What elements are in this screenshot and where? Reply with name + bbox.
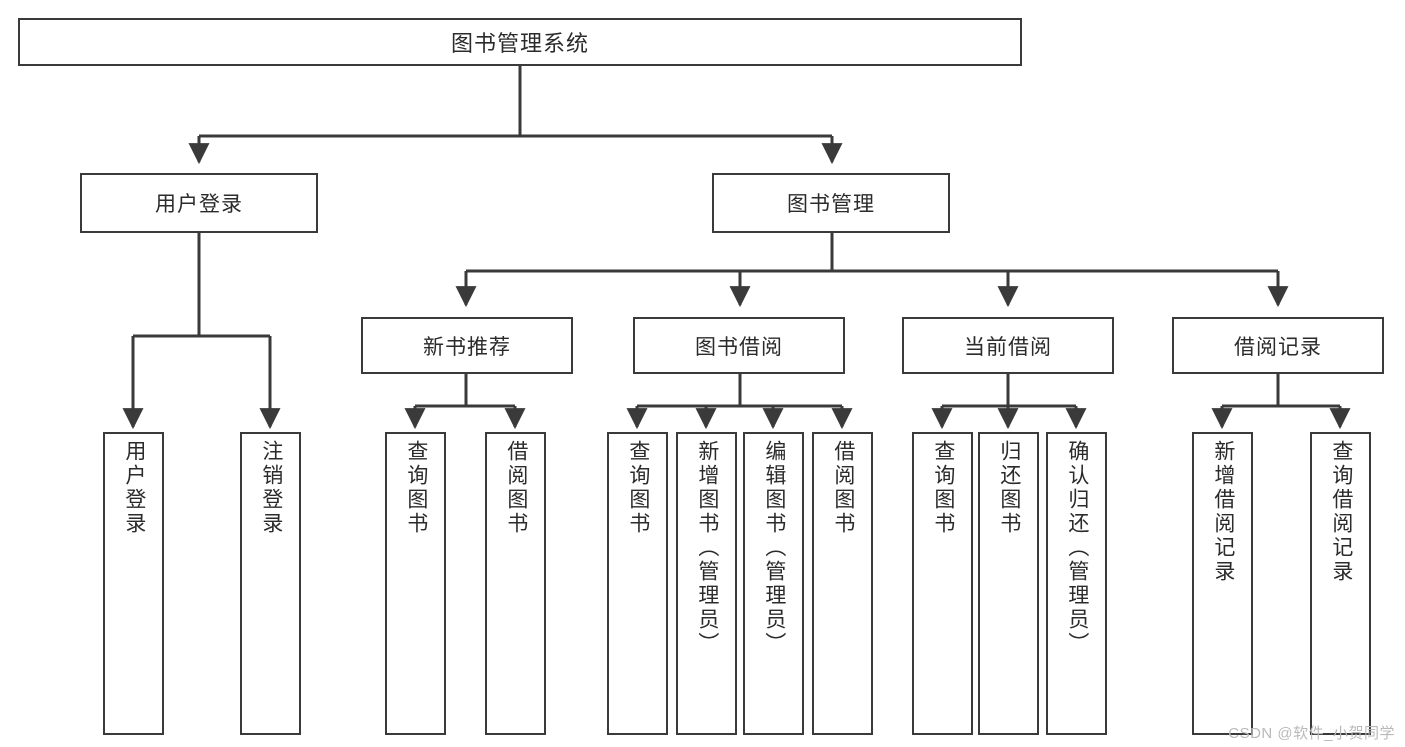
leaf-add-book-label: 新增图书（管理员） [695, 440, 719, 656]
node-book-borrow-label: 图书借阅 [695, 335, 783, 359]
node-book-management[interactable]: 图书管理 [712, 173, 950, 233]
node-user-login-label: 用户登录 [155, 193, 243, 216]
node-root-label: 图书管理系统 [450, 31, 589, 56]
node-borrow-record-label: 借阅记录 [1234, 335, 1322, 359]
leaf-add-book[interactable]: 新增图书（管理员） [676, 432, 737, 735]
leaf-borrow-book-2-label: 借阅图书 [831, 440, 855, 536]
node-root[interactable]: 图书管理系统 [18, 18, 1022, 66]
leaf-logout-login[interactable]: 注销登录 [240, 432, 301, 735]
leaf-query-book-3-label: 查询图书 [931, 440, 955, 536]
leaf-query-record[interactable]: 查询借阅记录 [1310, 432, 1371, 735]
leaf-borrow-book-1[interactable]: 借阅图书 [485, 432, 546, 735]
leaf-edit-book[interactable]: 编辑图书（管理员） [743, 432, 804, 735]
leaf-edit-book-label: 编辑图书（管理员） [762, 440, 786, 656]
leaf-add-record[interactable]: 新增借阅记录 [1192, 432, 1253, 735]
leaf-logout-login-label: 注销登录 [259, 440, 283, 536]
leaf-query-record-label: 查询借阅记录 [1329, 440, 1353, 584]
leaf-return-book-label: 归还图书 [997, 440, 1021, 536]
leaf-add-record-label: 新增借阅记录 [1211, 440, 1235, 584]
leaf-query-book-2-label: 查询图书 [626, 440, 650, 536]
leaf-borrow-book-2[interactable]: 借阅图书 [812, 432, 873, 735]
leaf-borrow-book-1-label: 借阅图书 [504, 440, 528, 536]
node-new-book-recommend[interactable]: 新书推荐 [361, 317, 573, 374]
leaf-query-book-1[interactable]: 查询图书 [385, 432, 446, 735]
node-book-borrow[interactable]: 图书借阅 [633, 317, 845, 374]
leaf-user-login-label: 用户登录 [122, 440, 146, 536]
leaf-return-book[interactable]: 归还图书 [978, 432, 1039, 735]
leaf-user-login[interactable]: 用户登录 [103, 432, 164, 735]
node-new-book-recommend-label: 新书推荐 [423, 335, 511, 359]
leaf-confirm-return-label: 确认归还（管理员） [1065, 440, 1089, 656]
leaf-query-book-2[interactable]: 查询图书 [607, 432, 668, 735]
node-current-borrow[interactable]: 当前借阅 [902, 317, 1114, 374]
leaf-confirm-return[interactable]: 确认归还（管理员） [1046, 432, 1107, 735]
node-borrow-record[interactable]: 借阅记录 [1172, 317, 1384, 374]
leaf-query-book-1-label: 查询图书 [404, 440, 428, 536]
leaf-query-book-3[interactable]: 查询图书 [912, 432, 973, 735]
node-current-borrow-label: 当前借阅 [964, 335, 1052, 359]
node-book-management-label: 图书管理 [787, 193, 875, 216]
watermark: CSDN @软件_小贺同学 [1228, 725, 1395, 742]
node-user-login[interactable]: 用户登录 [80, 173, 318, 233]
